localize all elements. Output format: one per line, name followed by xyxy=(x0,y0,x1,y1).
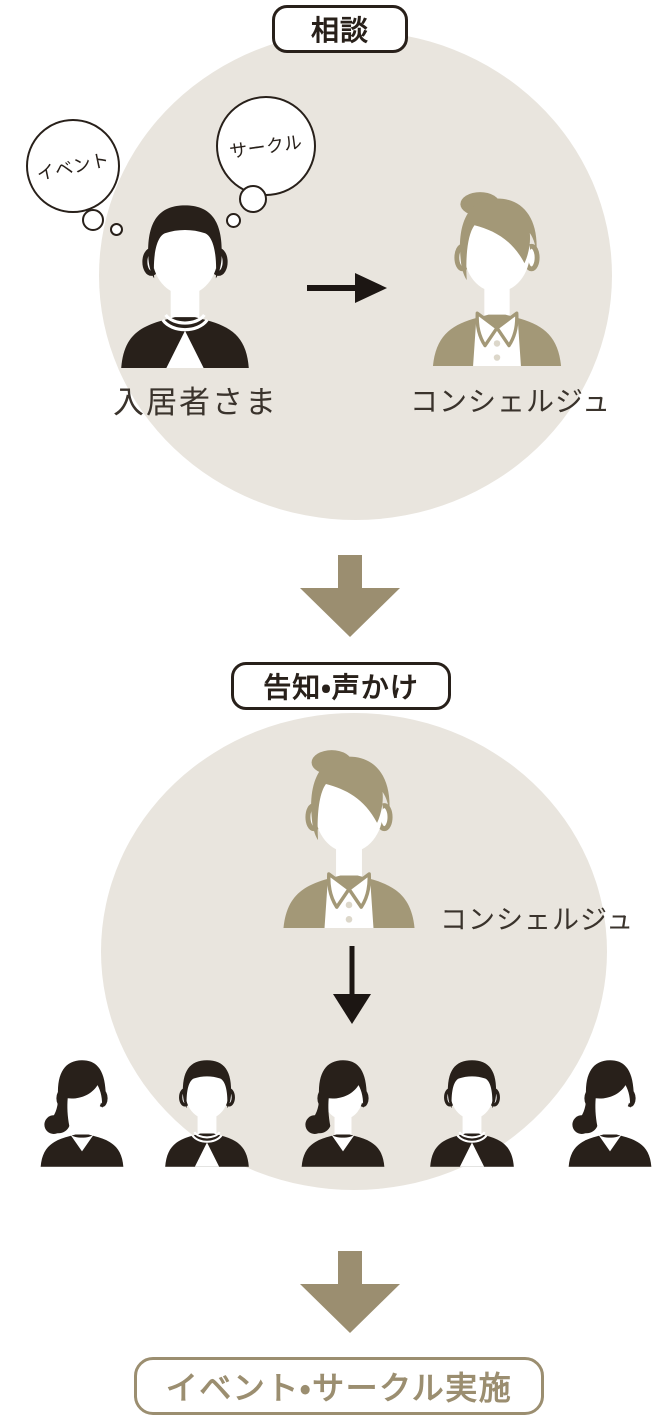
concierge-label: コンシェルジュ xyxy=(440,905,635,936)
person-woman-icon xyxy=(296,1054,390,1167)
person-man-icon xyxy=(425,1054,519,1167)
thought-bubble-club-text: サークル xyxy=(228,131,305,163)
thought-bubble-event: イベント xyxy=(26,119,120,213)
step2-title-badge: 告知・声かけ xyxy=(231,662,451,710)
step2-title-text: 告知・声かけ xyxy=(263,671,419,704)
resident-label: 入居者さま xyxy=(113,385,278,421)
right-arrow-icon xyxy=(307,273,387,303)
big-down-arrow-icon xyxy=(300,555,400,637)
thought-bubble-event-text: イベント xyxy=(34,149,112,186)
thought-bubble-tail-icon xyxy=(226,213,241,228)
result-badge: イベント・サークル実施 xyxy=(134,1357,544,1415)
down-arrow-icon xyxy=(333,946,371,1024)
concierge-label: コンシェルジュ xyxy=(410,385,612,418)
thought-bubble-club: サークル xyxy=(216,96,316,196)
person-man-icon xyxy=(112,196,258,368)
person-concierge-icon xyxy=(426,190,568,366)
big-down-arrow-icon xyxy=(300,1251,400,1333)
step1-title-text: 相談 xyxy=(310,14,369,47)
step1-title-badge: 相談 xyxy=(272,5,408,53)
thought-bubble-tail-icon xyxy=(82,209,104,231)
person-concierge-icon xyxy=(277,748,421,928)
person-woman-icon xyxy=(563,1054,657,1167)
thought-bubble-tail-icon xyxy=(239,185,267,213)
thought-bubble-tail-icon xyxy=(110,223,123,236)
result-badge-text: イベント・サークル実施 xyxy=(165,1369,513,1407)
person-woman-icon xyxy=(35,1054,129,1167)
person-man-icon xyxy=(160,1054,254,1167)
